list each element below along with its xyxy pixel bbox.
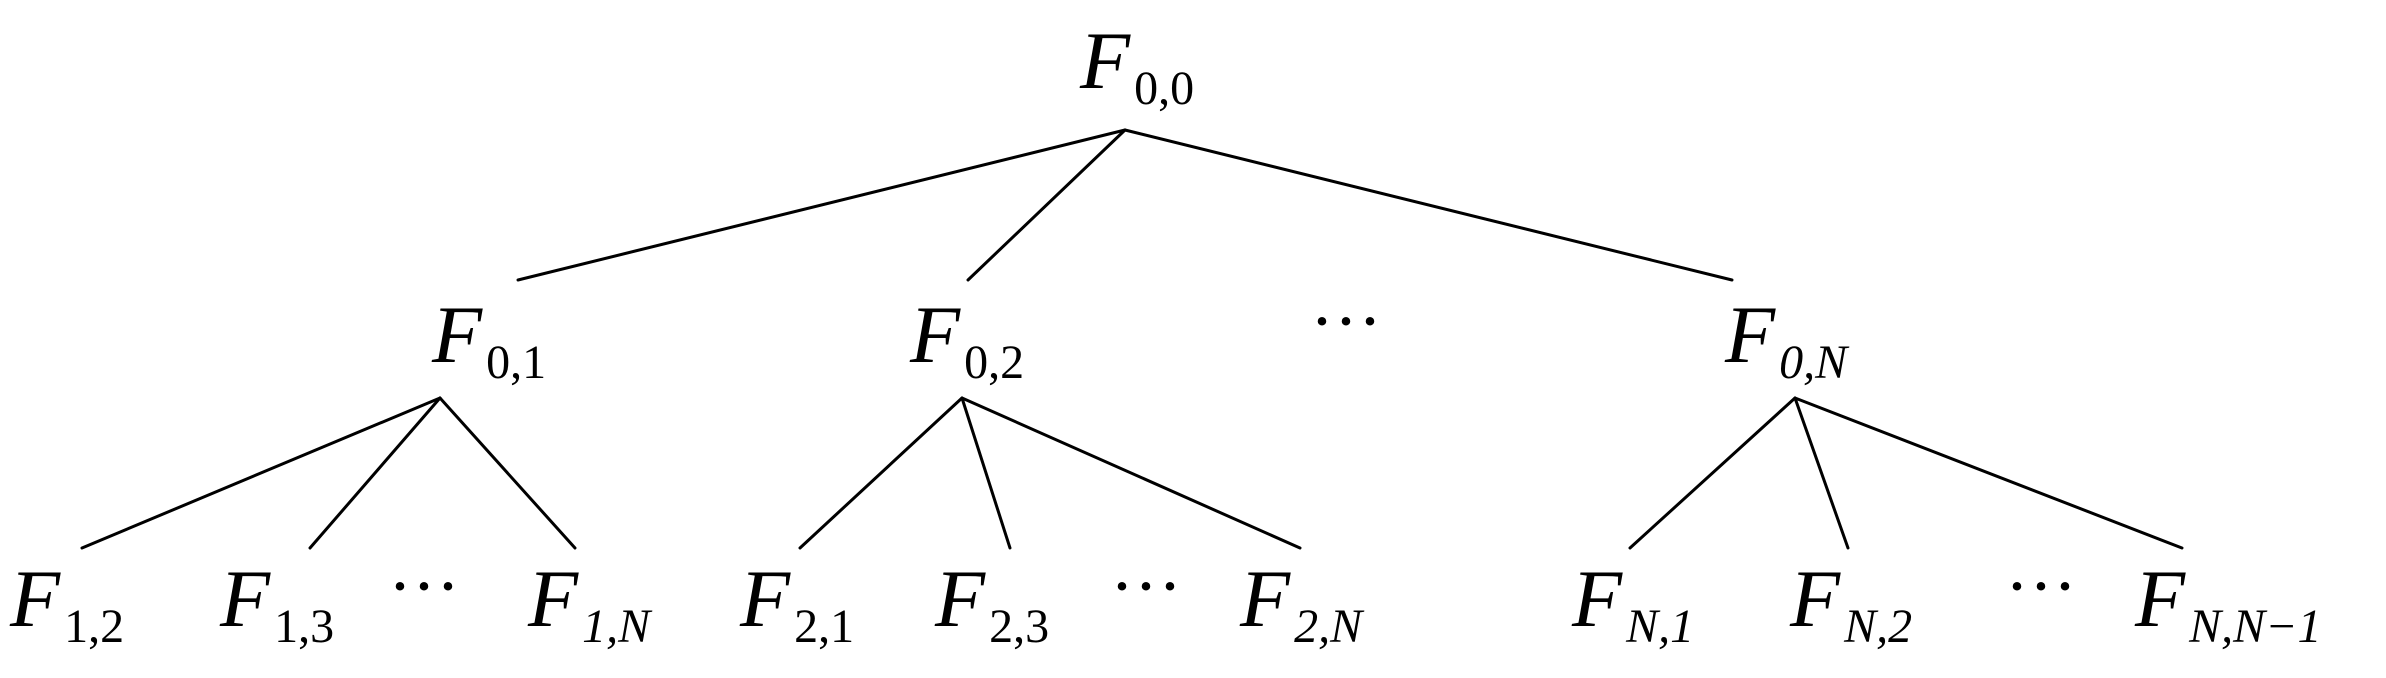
edge-root-to-f0n <box>1123 128 1734 282</box>
edge-f0n-to-fn2 <box>1793 396 1850 550</box>
node-f01: F0,1 <box>431 289 546 389</box>
ellipsis-level2-c: ··· <box>2005 546 2077 626</box>
edge-f02-to-f21 <box>798 396 964 550</box>
node-f0n: F0,N <box>1724 289 1850 389</box>
tree-edges <box>80 128 2184 550</box>
node-f21: F2,1 <box>739 553 854 653</box>
edge-f0n-to-fnn1 <box>1793 396 2184 550</box>
node-fn2: FN,2 <box>1789 553 1912 653</box>
edge-f0n-to-fn1 <box>1628 396 1797 550</box>
node-fn1: FN,1 <box>1571 553 1694 653</box>
node-f13: F1,3 <box>219 553 334 653</box>
edge-root-to-f02 <box>966 128 1127 282</box>
node-fnn1: FN,N−1 <box>2134 553 2322 653</box>
ellipsis-level1: ··· <box>1310 281 1382 361</box>
edge-f02-to-f2n <box>960 396 1302 550</box>
edge-f01-to-f1n <box>438 396 577 550</box>
ellipsis-level2-b: ··· <box>1110 546 1182 626</box>
node-f02: F0,2 <box>909 289 1024 389</box>
node-f23: F2,3 <box>934 553 1049 653</box>
edge-f01-to-f12 <box>80 396 442 550</box>
edge-f02-to-f23 <box>960 396 1012 550</box>
node-f00: F0,0 <box>1079 15 1194 115</box>
node-f2n: F2,N <box>1239 553 1365 653</box>
node-f12: F1,2 <box>9 553 124 653</box>
node-f1n: F1,N <box>527 553 653 653</box>
edge-root-to-f01 <box>516 128 1127 282</box>
ellipsis-level2-a: ··· <box>388 546 460 626</box>
edge-f01-to-f13 <box>308 396 442 550</box>
